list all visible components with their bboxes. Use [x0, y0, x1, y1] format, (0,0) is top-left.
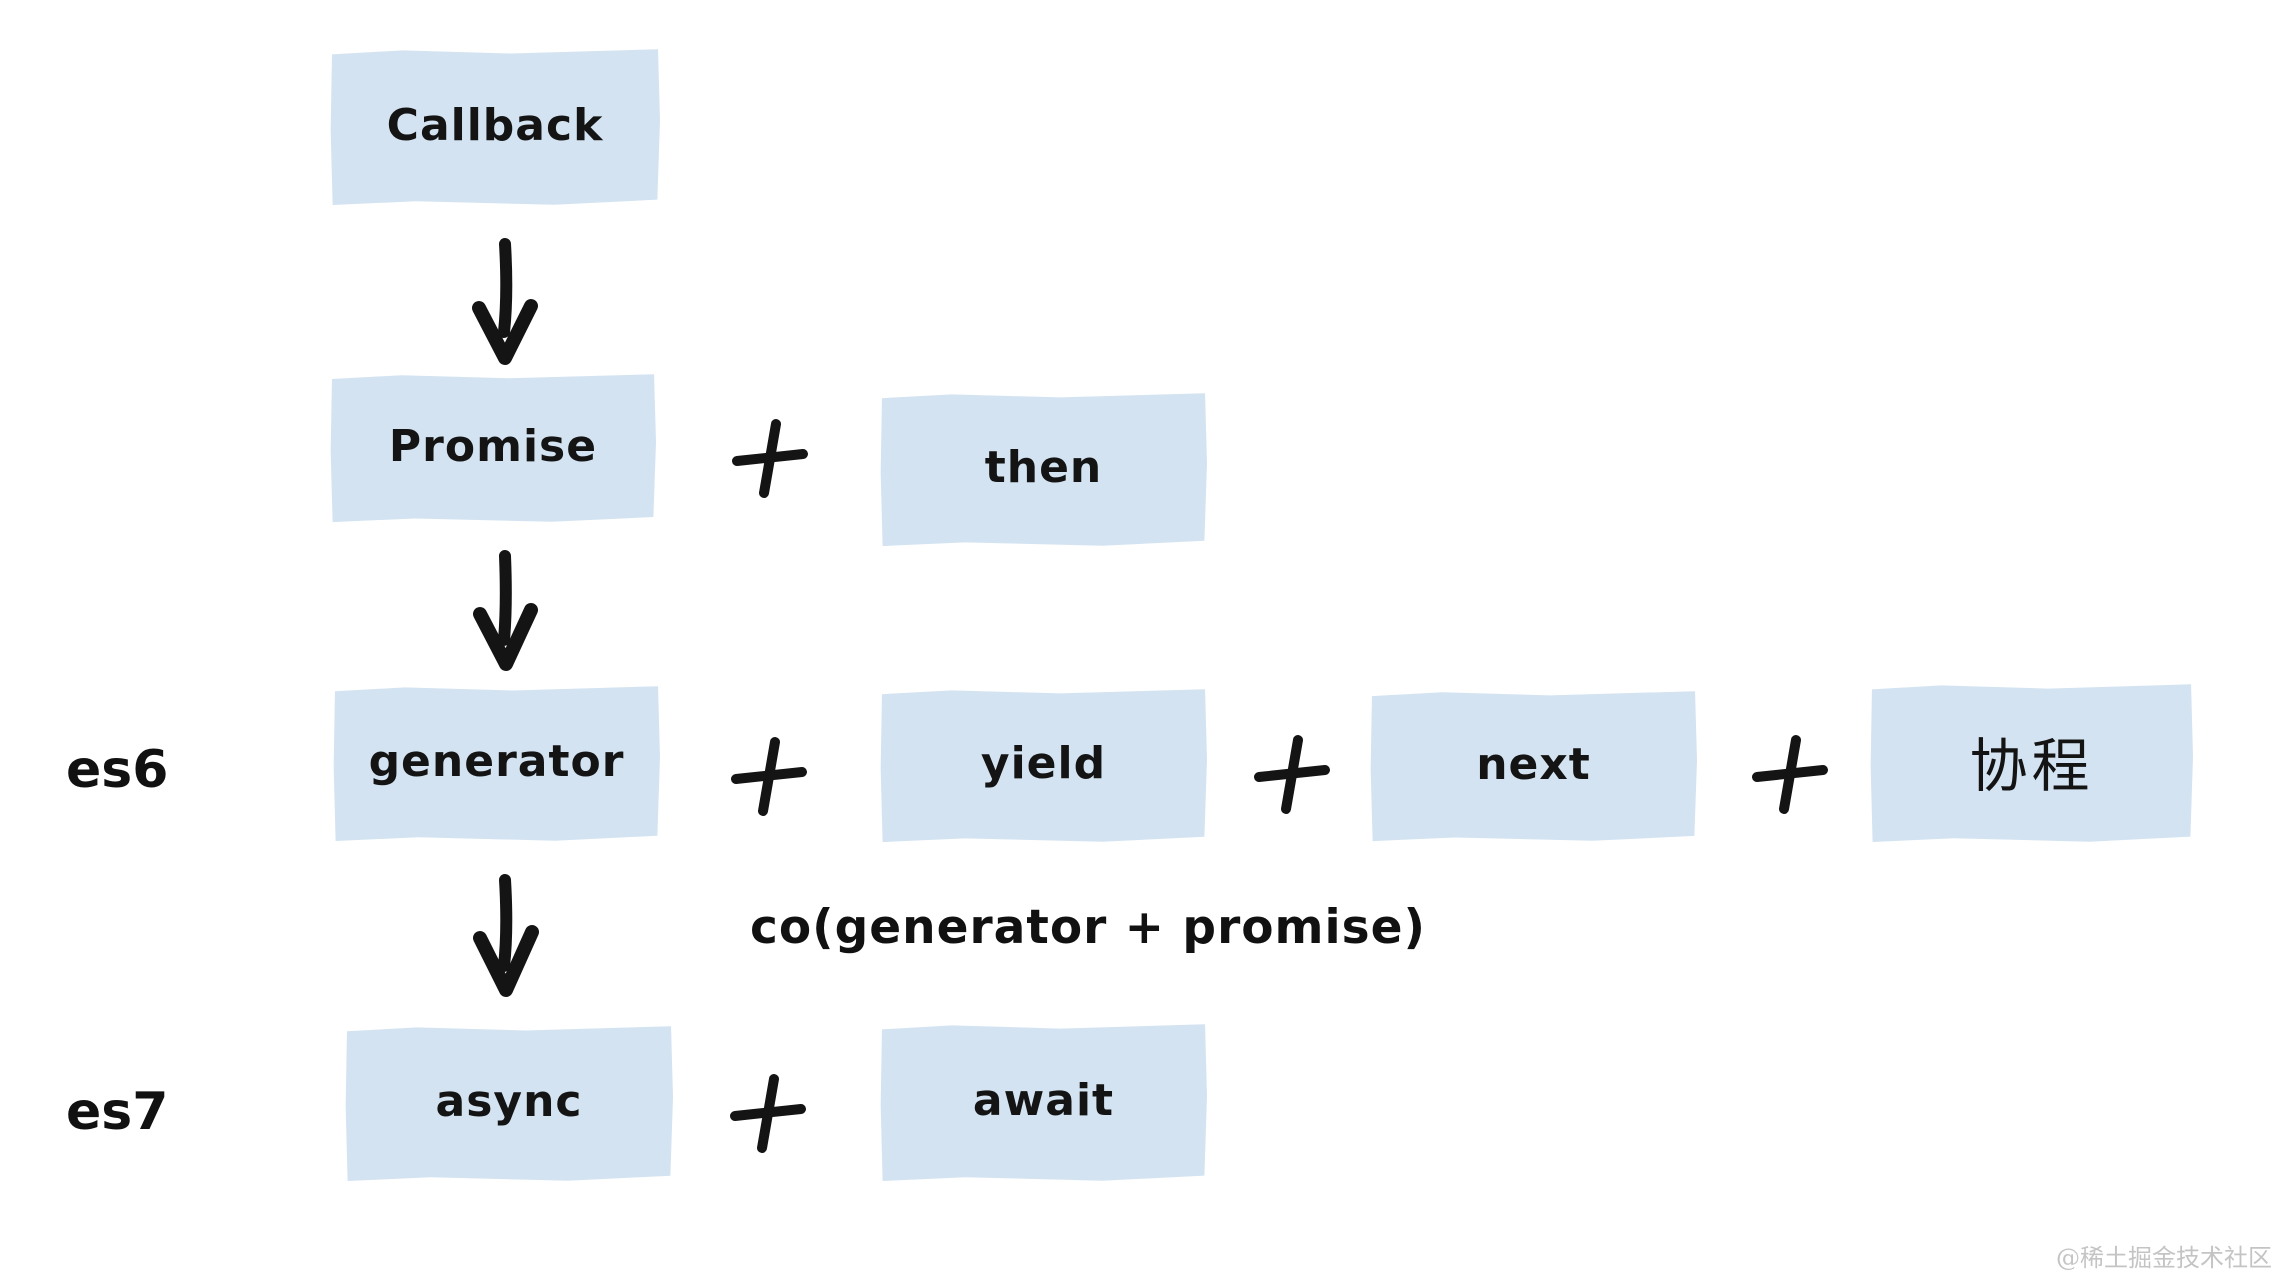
co-annotation: co(generator + promise)	[750, 900, 1426, 955]
node-label-promise: Promise	[388, 420, 598, 472]
node-label-then: then	[984, 442, 1103, 493]
node-box-yield: yield	[880, 689, 1207, 843]
node-box-await: await	[880, 1024, 1207, 1182]
arrow-down-icon	[472, 238, 538, 365]
row-label-es6: es6	[66, 740, 169, 800]
node-label-next: next	[1476, 738, 1591, 790]
arrow-down-icon	[473, 874, 539, 997]
plus-icon	[732, 419, 808, 498]
node-label-generator: generator	[368, 736, 625, 787]
plus-icon	[1254, 735, 1330, 814]
plus-icon	[1752, 735, 1828, 814]
node-box-async: async	[345, 1026, 673, 1182]
plus-icon	[730, 1074, 806, 1153]
node-box-coroutine: 协程	[1870, 684, 2193, 843]
node-box-callback: Callback	[330, 49, 660, 206]
node-box-promise: Promise	[330, 374, 656, 523]
row-label-es7: es7	[66, 1082, 169, 1142]
node-label-async: async	[435, 1076, 583, 1127]
node-box-generator: generator	[333, 686, 660, 842]
node-box-then: then	[880, 393, 1207, 547]
node-label-yield: yield	[980, 738, 1107, 789]
arrow-down-icon	[473, 550, 538, 671]
node-label-coroutine: 协程	[1969, 732, 2094, 800]
plus-icon	[731, 737, 807, 816]
node-label-callback: Callback	[386, 99, 604, 151]
watermark: @稀土掘金技术社区	[2056, 1244, 2272, 1272]
node-box-next: next	[1370, 691, 1697, 842]
node-label-await: await	[972, 1075, 1115, 1126]
